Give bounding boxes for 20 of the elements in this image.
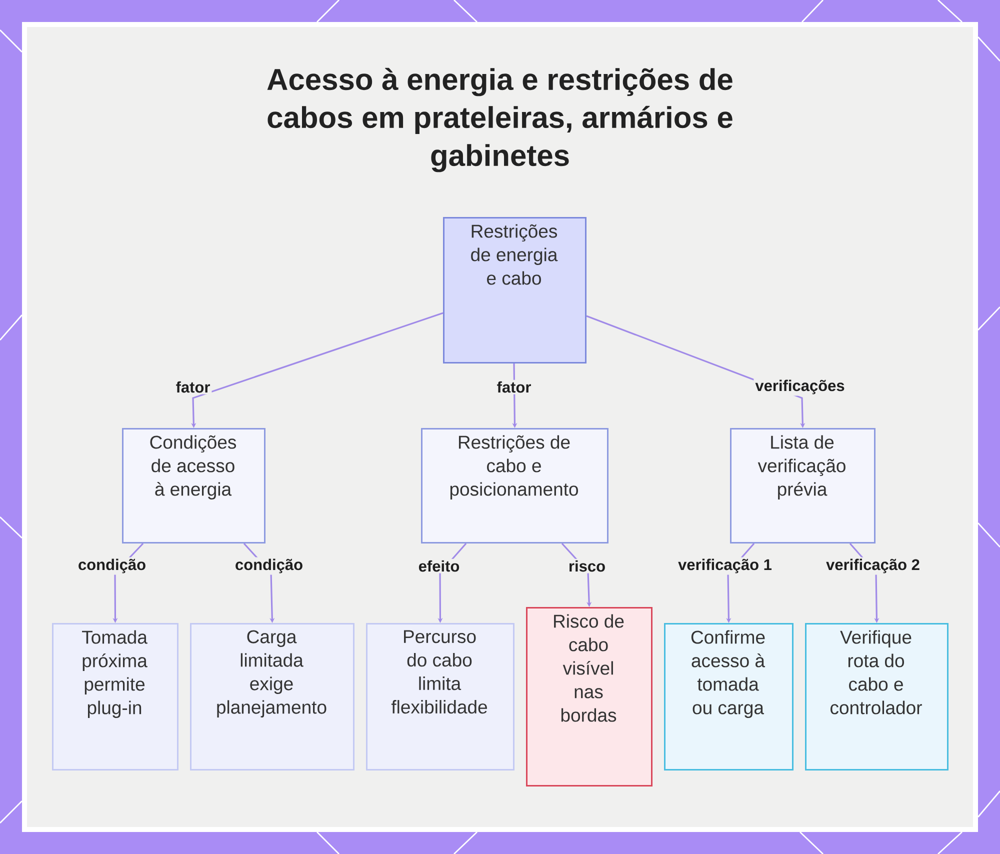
process-box: Lista de verificação prévia xyxy=(730,428,876,544)
process-box: Condições de acesso à energia xyxy=(122,428,266,544)
process-box: Risco de cabo visível nas bordas xyxy=(526,607,652,786)
process-box: Carga limitada exige planejamento xyxy=(190,623,354,770)
edge-label: efeito xyxy=(416,558,462,574)
edge-label: fator xyxy=(495,380,533,394)
process-box: Restrições de energia e cabo xyxy=(443,217,586,364)
edge-label: condição xyxy=(76,557,148,575)
edge-label: verificação 2 xyxy=(824,557,922,575)
edge-label: fator xyxy=(174,380,212,394)
process-box: Verifique rota do cabo e controlador xyxy=(805,623,949,770)
edge-label: risco xyxy=(566,558,608,574)
process-box: Tomada próxima permite plug-in xyxy=(52,623,178,770)
process-box: Confirme acesso à tomada ou carga xyxy=(664,623,794,770)
title: Acesso à energia e restrições de cabos em prateleiras, armários e gabinetes xyxy=(267,68,732,172)
edge-label: verificação 1 xyxy=(676,557,774,575)
edge-label: verificações xyxy=(754,378,846,396)
process-box: Percurso do cabo limita flexibilidade xyxy=(366,623,514,770)
edge-label: condição xyxy=(233,557,305,575)
process-box: Restrições de cabo e posicionamento xyxy=(421,428,608,544)
